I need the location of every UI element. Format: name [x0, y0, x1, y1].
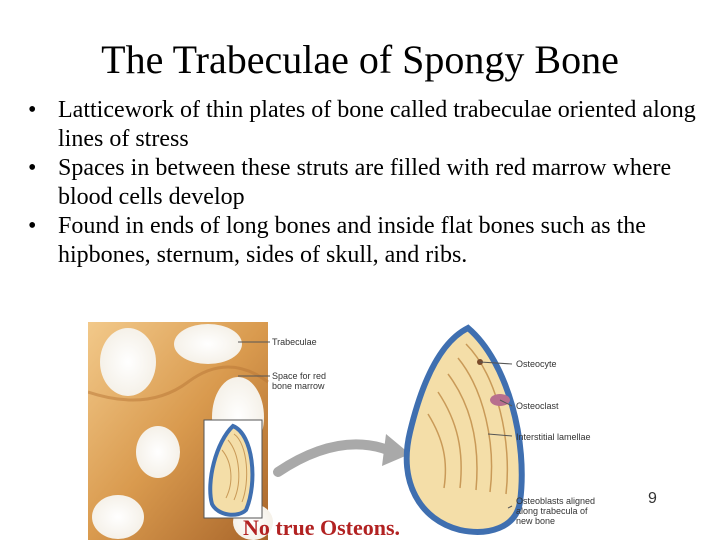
bullet-item: • Found in ends of long bones and inside… — [28, 212, 698, 270]
label-osteoblasts-3: new bone — [516, 516, 556, 526]
label-osteoblasts-1: Osteoblasts aligned — [516, 496, 596, 506]
label-osteoclast: Osteoclast — [516, 401, 559, 411]
bullet-text: Spaces in between these struts are fille… — [58, 155, 672, 210]
magnify-arrow — [273, 434, 410, 477]
label-space-red-marrow-1: Space for red — [272, 371, 327, 381]
page-number: 9 — [648, 490, 657, 507]
label-space-red-marrow-2: bone marrow — [272, 381, 325, 391]
label-trabeculae: Trabeculae — [272, 337, 317, 347]
label-osteocyte: Osteocyte — [516, 359, 557, 369]
spongy-bone-illustration: Trabeculae Space for red bone marrow Ost… — [87, 322, 678, 540]
bullet-icon: • — [28, 155, 37, 181]
trabecula-inset — [203, 419, 263, 519]
bullet-item: • Latticework of thin plates of bone cal… — [28, 96, 698, 154]
enlarged-trabecula — [403, 324, 525, 535]
bullet-text: Latticework of thin plates of bone calle… — [58, 97, 696, 152]
bullet-list: • Latticework of thin plates of bone cal… — [28, 96, 698, 270]
bone-diagram-svg — [87, 322, 525, 540]
bullet-icon: • — [28, 213, 37, 239]
bullet-text: Found in ends of long bones and inside f… — [58, 213, 646, 268]
bullet-item: • Spaces in between these struts are fil… — [28, 154, 698, 212]
slide-title: The Trabeculae of Spongy Bone — [101, 37, 619, 82]
leader-lines — [238, 341, 513, 509]
label-interstitial-lamellae: Interstitial lamellae — [516, 432, 591, 442]
bullet-icon: • — [28, 97, 37, 123]
figure-caption: No true Osteons. — [243, 515, 401, 540]
label-osteoblasts-2: along trabecula of — [516, 506, 588, 516]
